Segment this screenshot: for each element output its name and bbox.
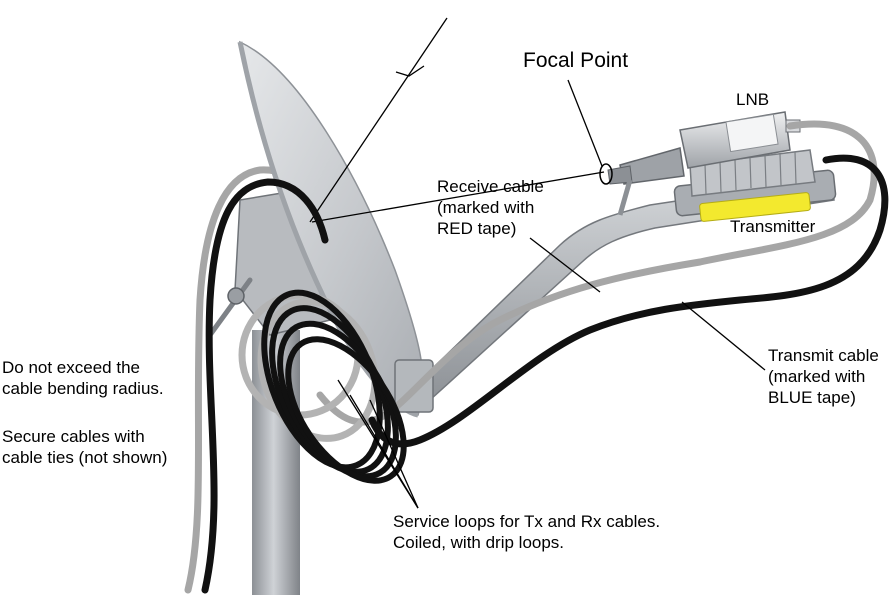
transmit-cable xyxy=(368,154,889,448)
transmitter-yellow-band xyxy=(699,192,811,222)
transmit-cable-label: Transmit cable (marked with BLUE tape) xyxy=(768,346,879,407)
service-loops-label: Service loops for Tx and Rx cables. Coil… xyxy=(393,512,661,552)
transmit-cable-leader xyxy=(681,301,766,371)
mount-bolt xyxy=(207,277,253,338)
service-loops-leader-b xyxy=(349,394,419,509)
service-loops-leader-c xyxy=(369,399,419,509)
cable-ties-note: Secure cables with cable ties (not shown… xyxy=(2,427,168,467)
receive-cable-leader xyxy=(529,237,601,293)
mount-nut xyxy=(227,287,245,305)
bending-radius-note: Do not exceed the cable bending radius. xyxy=(2,358,164,398)
transmit-cable-left xyxy=(201,178,329,594)
focal-ring xyxy=(599,163,613,185)
receive-cable-label: Receive cable (marked with RED tape) xyxy=(437,177,544,238)
signal-ray-arrowhead xyxy=(395,65,425,77)
heatsink-fins xyxy=(704,151,797,195)
lnb-label-plate xyxy=(725,113,779,153)
transmitter-label: Transmitter xyxy=(730,217,816,236)
transmit-service-loops xyxy=(261,289,407,484)
reflected-signal-ray xyxy=(311,171,605,223)
focal-point-leader xyxy=(567,79,603,167)
focal-point-label: Focal Point xyxy=(523,49,629,72)
incoming-signal-ray xyxy=(309,17,448,223)
feed-support xyxy=(617,179,633,216)
lnb-label: LNB xyxy=(736,90,770,109)
